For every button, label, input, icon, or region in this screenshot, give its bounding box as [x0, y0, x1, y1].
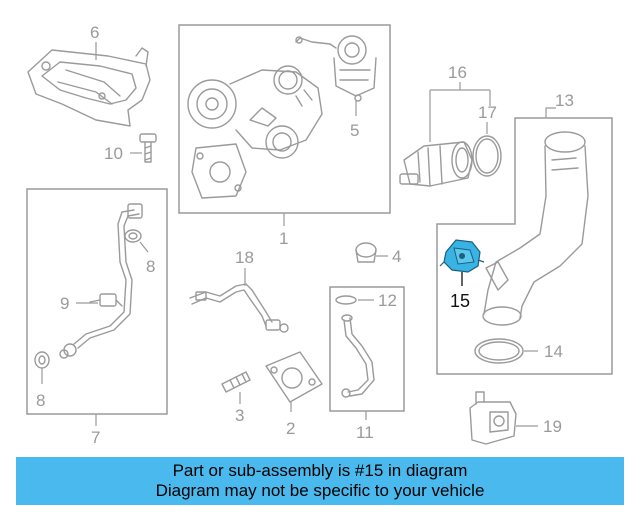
callout-16: 16 [448, 63, 467, 82]
part-3-stud[interactable] [221, 371, 251, 393]
part-1-turbocharger[interactable] [187, 65, 323, 199]
part-7-oil-line[interactable] [59, 203, 143, 359]
callout-1: 1 [279, 229, 288, 248]
part-6-heat-shield[interactable] [27, 47, 151, 127]
callout-3: 3 [235, 406, 244, 425]
part-4-plug[interactable] [355, 242, 377, 263]
callout-6: 6 [90, 23, 99, 42]
callout-15: 15 [450, 291, 470, 311]
parts-diagram: 6 10 1 5 [26, 23, 613, 447]
part-14-seal-ring[interactable] [474, 338, 524, 364]
part-2-gasket[interactable] [265, 351, 323, 403]
banner-line-1: Part or sub-assembly is #15 in diagram [172, 461, 468, 480]
part-16-hose[interactable] [399, 141, 473, 187]
part-8-washer-lower[interactable] [34, 351, 50, 369]
part-5-actuator[interactable] [295, 35, 377, 102]
callout-2: 2 [286, 419, 295, 438]
callout-5: 5 [350, 121, 359, 140]
callout-17: 17 [478, 103, 497, 122]
callout-14: 14 [544, 342, 563, 361]
callout-4: 4 [392, 247, 401, 266]
callout-19: 19 [543, 417, 562, 436]
part-17-ring[interactable] [472, 135, 502, 177]
callout-13: 13 [555, 91, 574, 110]
callout-7: 7 [91, 428, 100, 447]
callout-10: 10 [104, 144, 123, 163]
part-18-oil-line[interactable] [189, 283, 289, 333]
coolant-line-group-box [329, 286, 405, 412]
part-10-bolt[interactable] [139, 133, 157, 163]
callout-18: 18 [235, 248, 254, 267]
callout-11: 11 [356, 423, 374, 442]
banner-line-2: Diagram may not be specific to your vehi… [155, 481, 485, 500]
callout-9: 9 [60, 294, 69, 313]
info-banner: Part or sub-assembly is #15 in diagram D… [16, 457, 624, 505]
part-11-coolant-line[interactable] [341, 314, 375, 398]
part-13-charge-pipe[interactable] [482, 131, 589, 326]
part-12-seal[interactable] [335, 295, 357, 305]
part-19-bracket[interactable] [469, 391, 517, 445]
callout-8-lower: 8 [36, 391, 45, 410]
part-9-fitting[interactable] [89, 293, 123, 307]
oil-line-group-box [26, 188, 168, 415]
callout-12: 12 [378, 291, 397, 310]
part-15-sensor-highlighted[interactable] [439, 239, 485, 273]
part-8-washer-upper[interactable] [124, 229, 142, 243]
callout-8-upper: 8 [146, 257, 155, 276]
charge-pipe-group-box [436, 117, 613, 375]
